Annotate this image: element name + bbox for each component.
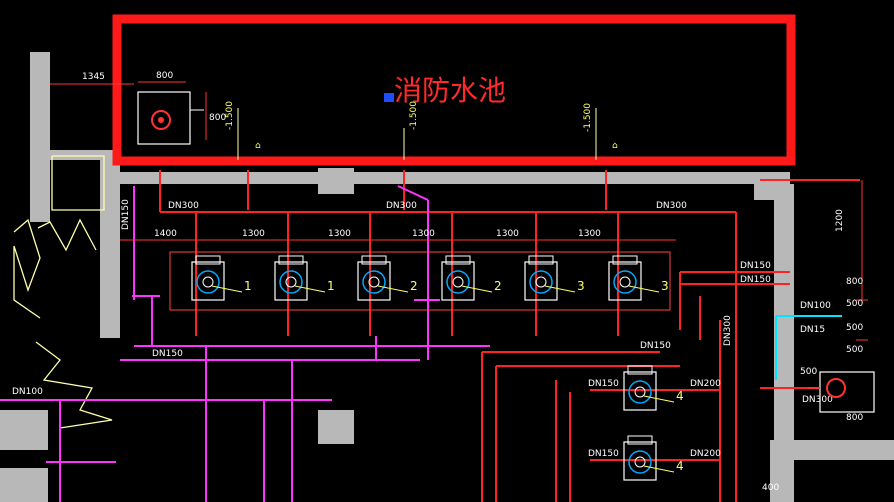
right-dims: 1200 800 500 500 500 800 500 [800,180,868,423]
level-marks: -1.500 ⌂ -1.500 -1.500 ⌂ [225,101,618,160]
sp-6: 1300 [578,229,601,239]
rdim-6: 800 [846,413,863,423]
lbl-branch-mid: DN150 [640,341,671,351]
pump-label: 3 [577,279,585,293]
lbl-p4-out-b: DN200 [690,449,721,459]
svg-text:⌂: ⌂ [255,141,261,151]
magenta-pipes [0,185,490,502]
lbl-bottom-left: DN100 [12,387,43,397]
dim-1345: 1345 [82,72,105,82]
sp-2: 1300 [242,229,265,239]
lbl-vert-right: DN300 [723,315,733,346]
rdim-1: 1200 [835,209,845,232]
pump-label: 1 [244,279,252,293]
pool-dims: 1345 800 800 [50,71,226,145]
lbl-p4-out-a: DN200 [690,379,721,389]
lbl-header-left: DN300 [168,201,199,211]
cyan-pipes [775,315,842,380]
rdim-3: 500 [846,299,863,309]
sp-1: 1400 [154,229,177,239]
pump-6: 3 [608,255,669,301]
pumps: 1 1 2 2 3 3 [191,255,669,301]
lbl-right-4: DN15 [800,325,825,335]
sp-3: 1300 [328,229,351,239]
fire-pool: 消防水池 [112,14,796,166]
lbl-right-2: DN150 [740,275,771,285]
pump-lower-label: 4 [676,389,684,403]
svg-text:⌂: ⌂ [612,141,618,151]
level-3: -1.500 [583,103,593,132]
lbl-p4-in-a: DN150 [588,379,619,389]
pump-5: 3 [524,255,585,301]
pump-2: 1 [274,255,335,301]
level-2: -1.500 [409,101,419,130]
sp-4: 1300 [412,229,435,239]
level-1: -1.500 [225,101,235,130]
pool-title: 消防水池 [394,74,506,107]
rdim-2: 800 [846,277,863,287]
pump-row [169,251,671,311]
spacing-dims: 1400 1300 1300 1300 1300 1300 [120,229,676,241]
dim-800-top: 800 [156,71,173,81]
lbl-header-mid: DN300 [386,201,417,211]
rdim-4: 500 [846,323,863,333]
pump-label: 1 [327,279,335,293]
lbl-right-3: DN100 [800,301,831,311]
lbl-header-right: DN300 [656,201,687,211]
pump-3: 2 [357,255,418,301]
lbl-riser-left: DN150 [121,199,131,230]
dim-800-side: 800 [209,113,226,123]
pump-1: 1 [191,255,252,301]
pump-label: 2 [494,279,502,293]
lbl-right-5: DN300 [802,395,833,405]
rdim-7: 500 [800,367,817,377]
pipe-labels: DN300 DN300 DN300 DN150 DN150 DN150 DN15… [12,199,833,493]
pump-4: 2 [441,255,502,301]
pump-lower-label: 4 [676,459,684,473]
pumps-lower: 44 [623,365,684,481]
lbl-branch-main: DN150 [152,349,183,359]
lbl-right-1: DN150 [740,261,771,271]
walls [0,52,894,502]
bottom-dim: 400 [762,483,779,493]
rdim-5: 500 [846,345,863,355]
pump-label: 2 [410,279,418,293]
lbl-p4-in-b: DN150 [588,449,619,459]
right-pump [808,371,875,413]
sp-5: 1300 [496,229,519,239]
pump-label: 3 [661,279,669,293]
left-fixture [13,155,113,429]
pump-lower-1: 4 [623,365,684,411]
pump-lower-2: 4 [623,435,684,481]
